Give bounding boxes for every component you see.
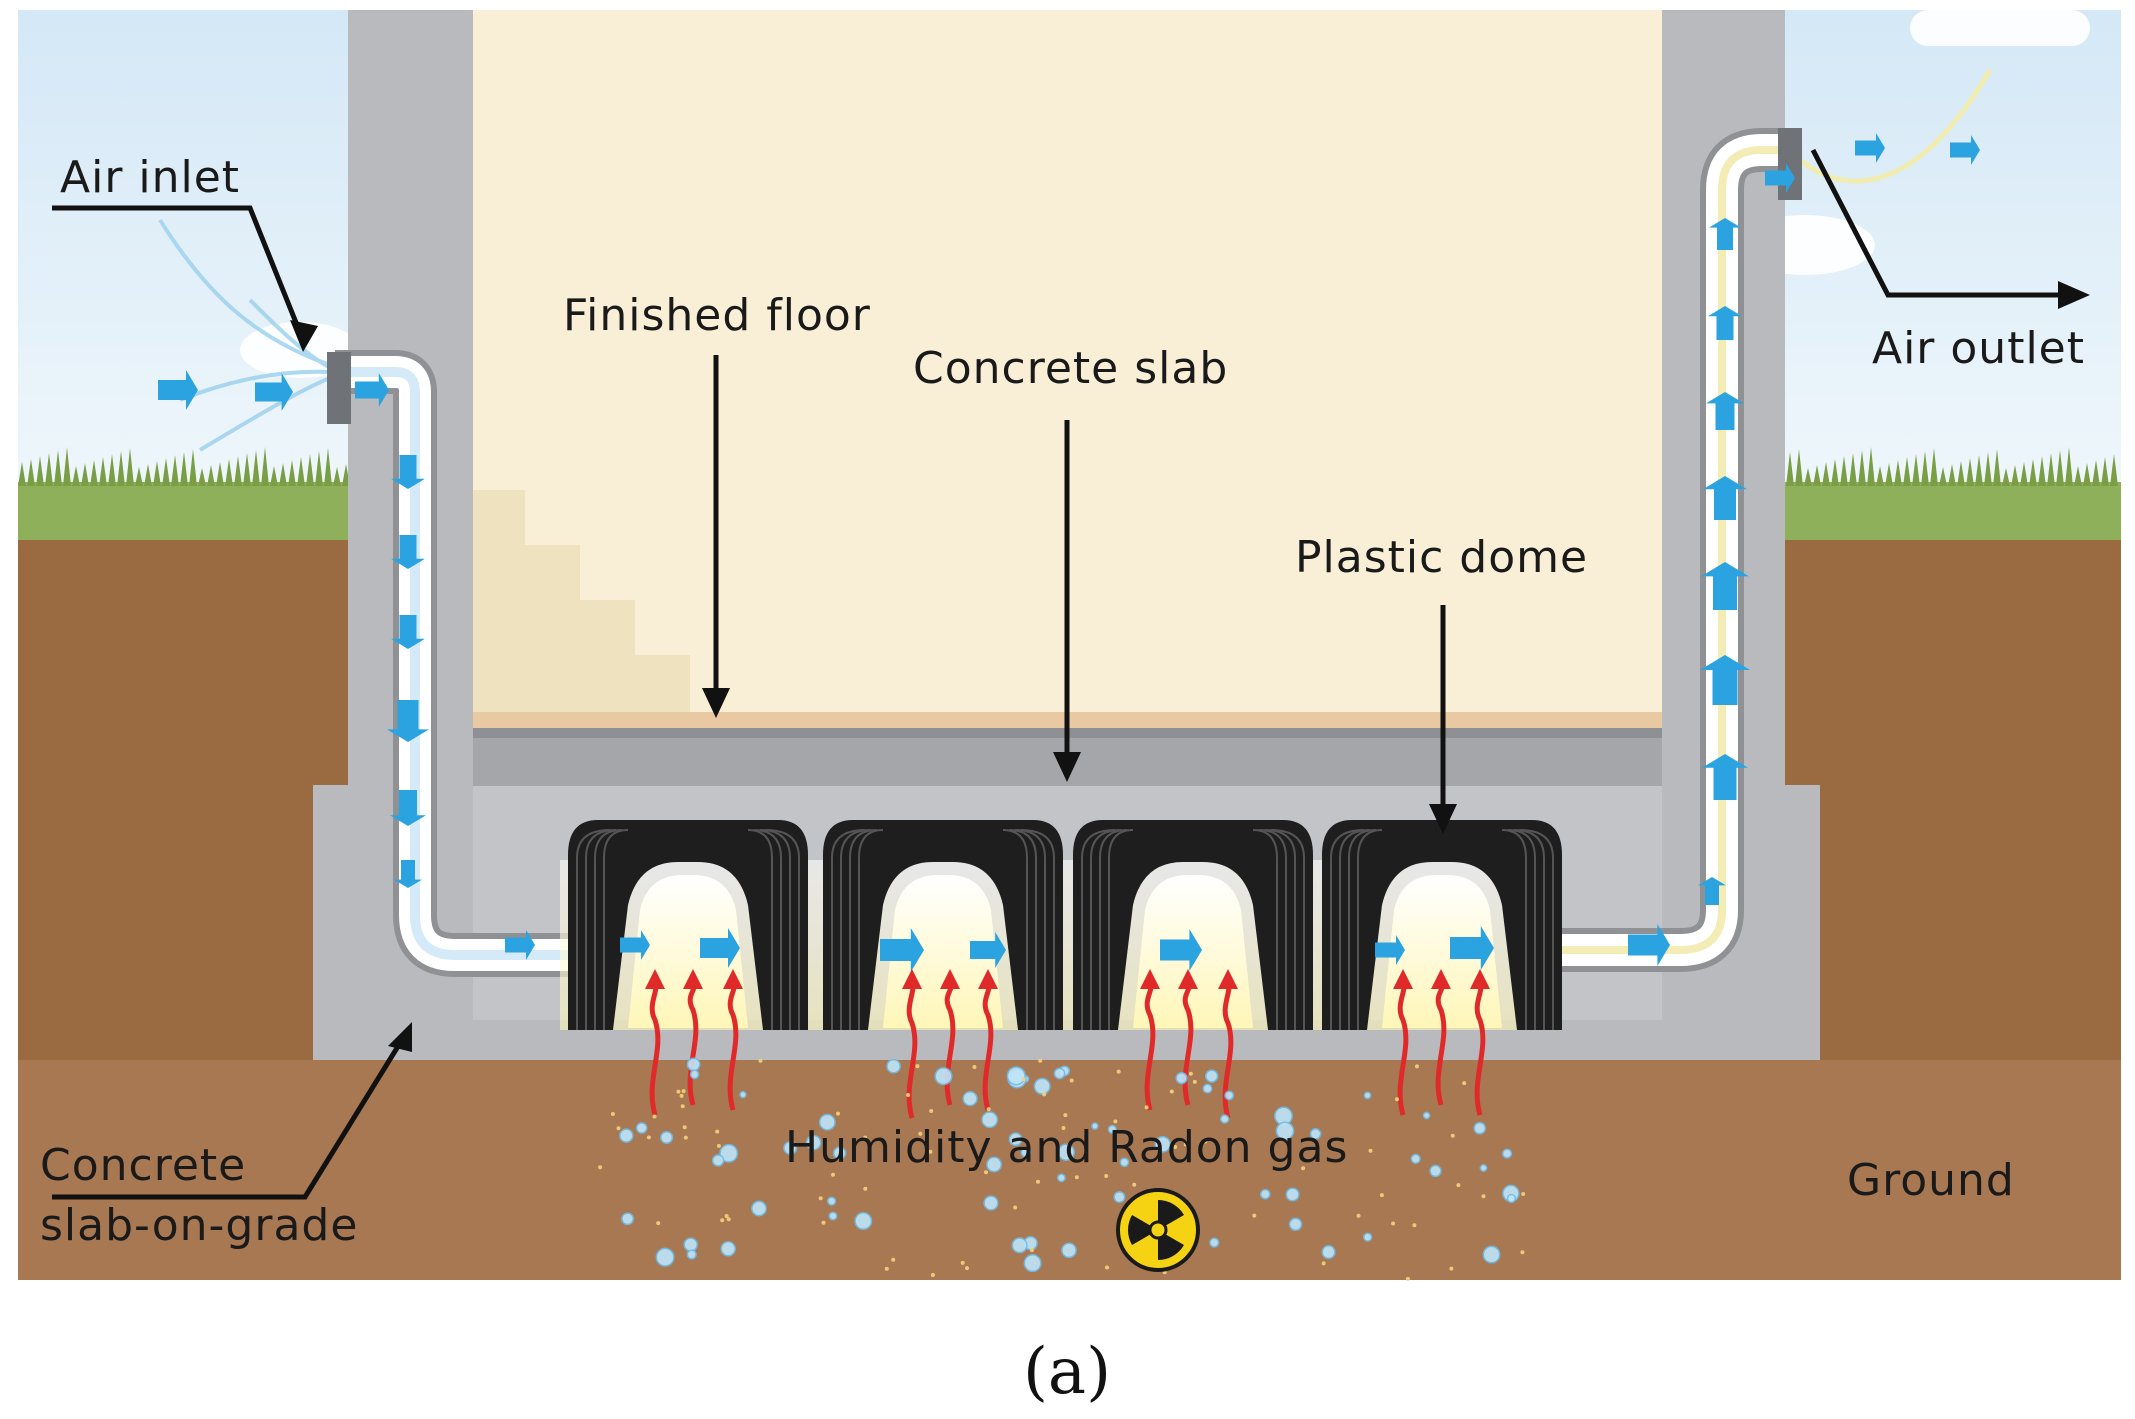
blue-arrow-icon (1706, 392, 1744, 430)
plastic-dome-4 (1322, 820, 1562, 1030)
blue-arrow-icon (391, 535, 425, 569)
blue-arrow-icon (1709, 218, 1741, 250)
blue-arrow-icon (1703, 476, 1747, 520)
grass (18, 447, 2121, 542)
label-air-outlet: Air outlet (1872, 323, 2085, 374)
blue-arrow-icon (1450, 926, 1494, 970)
red-wavy-arrow-icon (1474, 983, 1486, 1116)
label-air-inlet: Air inlet (60, 152, 240, 203)
blue-arrow-icon (158, 370, 198, 410)
ventilation-pipe (327, 128, 1802, 977)
blue-arrow-icon (1708, 306, 1742, 340)
sky (18, 10, 2121, 480)
blue-arrow-icon (1375, 935, 1405, 965)
outlet-swoosh (1798, 68, 1993, 184)
blue-arrow-icon (394, 860, 422, 888)
outlet-grille (1778, 128, 1802, 200)
blue-arrow-icon (1855, 133, 1885, 163)
label-humidity-radon: Humidity and Radon gas (785, 1122, 1348, 1173)
blue-arrow-icon (620, 930, 650, 960)
arrowhead (1053, 752, 1081, 782)
blue-arrow-icon (1628, 924, 1670, 966)
airflow-arrows (158, 133, 1980, 972)
label-plastic-dome: Plastic dome (1295, 532, 1588, 583)
figure-caption: (a) (1023, 1335, 1111, 1409)
blue-arrow-icon (1702, 754, 1748, 800)
label-concrete-slab: Concrete slab (913, 343, 1228, 394)
label-finished-floor: Finished floor (563, 290, 871, 341)
arrowhead (290, 320, 318, 352)
red-wavy-arrow-icon (1222, 983, 1234, 1119)
blue-arrow-icon (880, 928, 924, 972)
radiation-hazard-icon (1116, 1188, 1200, 1272)
label-ground: Ground (1847, 1155, 2015, 1206)
arrowhead (1429, 804, 1457, 834)
blue-arrow-icon (387, 700, 429, 742)
blue-arrow-icon (700, 928, 740, 968)
plastic-dome-2 (823, 820, 1063, 1030)
humidity-bubbles (598, 1057, 1526, 1281)
label-slab-on-grade-1: Concrete (40, 1140, 246, 1191)
blue-arrow-icon (391, 455, 425, 489)
red-wavy-arrow-icon (649, 983, 661, 1116)
blue-arrow-icon (1160, 929, 1202, 971)
inlet-grille (327, 352, 351, 424)
blue-arrow-icon (970, 932, 1006, 968)
blue-arrow-icon (1698, 877, 1726, 905)
callout-lines (52, 148, 2090, 1200)
plastic-dome-3 (1073, 820, 1313, 1030)
arrowhead (388, 1022, 412, 1052)
label-slab-on-grade-2: slab-on-grade (40, 1200, 358, 1251)
red-wavy-arrow-icon (982, 983, 994, 1111)
arrowhead (702, 688, 730, 718)
blue-arrow-icon (1765, 163, 1795, 193)
gas-arrows (645, 969, 1490, 1119)
blue-arrow-icon (505, 930, 535, 960)
labels: Air inlet Air outlet Finished floor Conc… (40, 152, 2085, 1251)
red-wavy-arrow-icon (1435, 983, 1447, 1106)
wind-swoosh (158, 218, 332, 452)
blue-arrow-icon (390, 790, 426, 826)
blue-arrow-icon (355, 373, 389, 407)
blue-arrow-icon (391, 615, 425, 649)
red-wavy-arrow-icon (1144, 983, 1156, 1111)
blue-arrow-icon (1950, 135, 1980, 165)
plastic-domes (568, 820, 1562, 1030)
blue-arrow-icon (255, 373, 293, 411)
red-wavy-arrow-icon (1397, 983, 1409, 1116)
arrowhead (2058, 281, 2090, 309)
blue-arrow-icon (1700, 655, 1750, 705)
red-wavy-arrow-icon (727, 983, 739, 1111)
blue-arrow-icon (1701, 562, 1749, 610)
red-wavy-arrow-icon (687, 983, 699, 1106)
red-wavy-arrow-icon (906, 983, 918, 1119)
